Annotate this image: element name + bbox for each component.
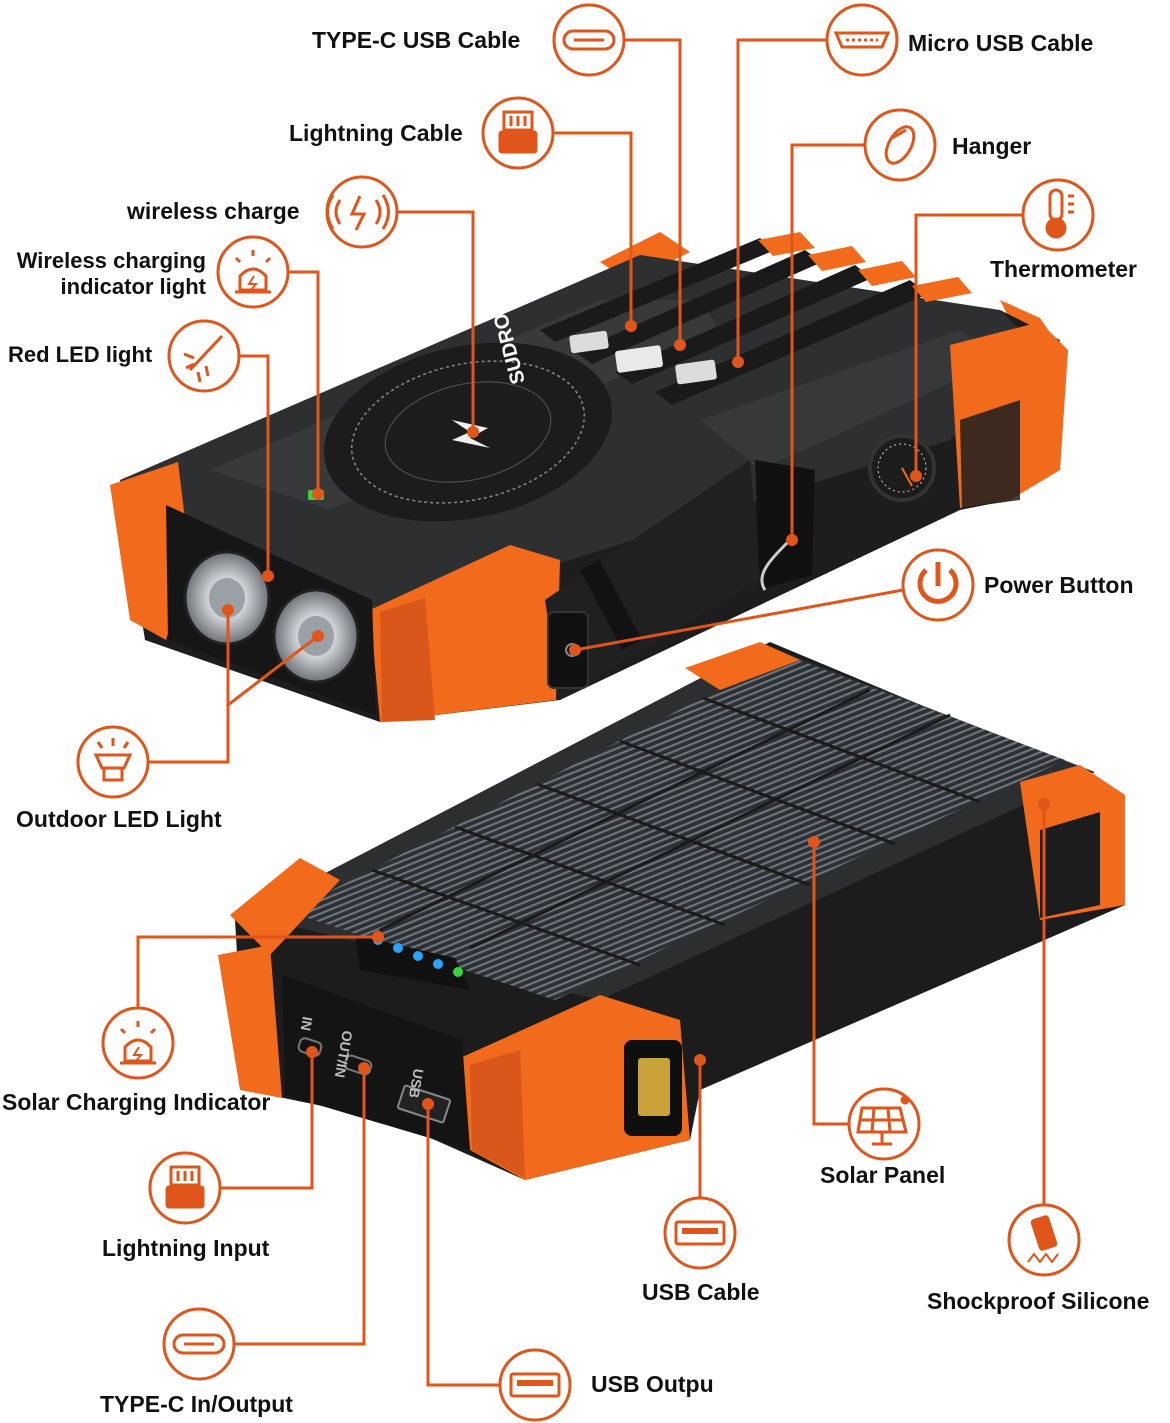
label-wireless-charging-indicator-line1: Wireless charging [16,248,206,273]
label-type-c-in-output: TYPE-C In/Output [100,1391,293,1417]
label-outdoor-led-light: Outdoor LED Light [16,806,222,832]
laser-icon [167,319,241,393]
label-type-c-usb-cable: TYPE-C USB Cable [312,27,521,53]
type-c-port-icon [552,3,626,77]
label-shockproof-silicone: Shockproof Silicone [927,1288,1150,1314]
label-wireless-charge: wireless charge [127,198,300,224]
label-solar-panel: Solar Panel [820,1162,946,1188]
wireless-charge-icon [325,175,399,249]
label-wireless-charging-indicator: Wireless charging indicator light [6,248,206,300]
port-label-usb: USB [406,1067,427,1099]
beacon-light-icon [101,1006,175,1080]
label-lightning-input: Lightning Input [102,1235,270,1261]
solar-panel-surface [290,655,1065,1000]
usb-port-icon [498,1348,572,1422]
lightning-connector-icon [481,96,555,170]
label-solar-charging-indicator: Solar Charging Indicator [2,1089,271,1115]
label-usb-cable: USB Cable [642,1279,760,1305]
label-wireless-charging-indicator-line2: indicator light [60,274,206,299]
impact-icon [1007,1203,1081,1277]
label-hanger: Hanger [952,133,1032,159]
thermometer-dial [868,434,936,502]
thermometer-icon [1021,178,1095,252]
lightning-connector-icon [148,1151,222,1225]
label-thermometer: Thermometer [990,256,1137,282]
carabiner-icon [863,108,937,182]
label-usb-output: USB Outpu [591,1371,714,1397]
power-button-housing [547,611,589,689]
beacon-light-icon [216,235,290,309]
label-power-button: Power Button [984,572,1134,598]
type-c-port-icon [162,1307,236,1381]
power-icon [901,548,975,622]
flashlight-icon [76,725,150,799]
solar-charging-indicator-leds [355,935,470,990]
port-label-in: IN [298,1015,316,1032]
solar-panel-icon [847,1087,921,1161]
usb-port-icon [663,1196,737,1270]
label-red-led-light: Red LED light [8,342,153,367]
label-micro-usb-cable: Micro USB Cable [908,30,1094,56]
label-lightning-cable: Lightning Cable [289,120,463,146]
power-bank-solar-view: IN OUT/IN USB [218,642,1125,1180]
leader-lines [136,38,1046,1387]
micro-usb-port-icon [825,3,899,77]
leader-endpoints [222,320,1050,1110]
